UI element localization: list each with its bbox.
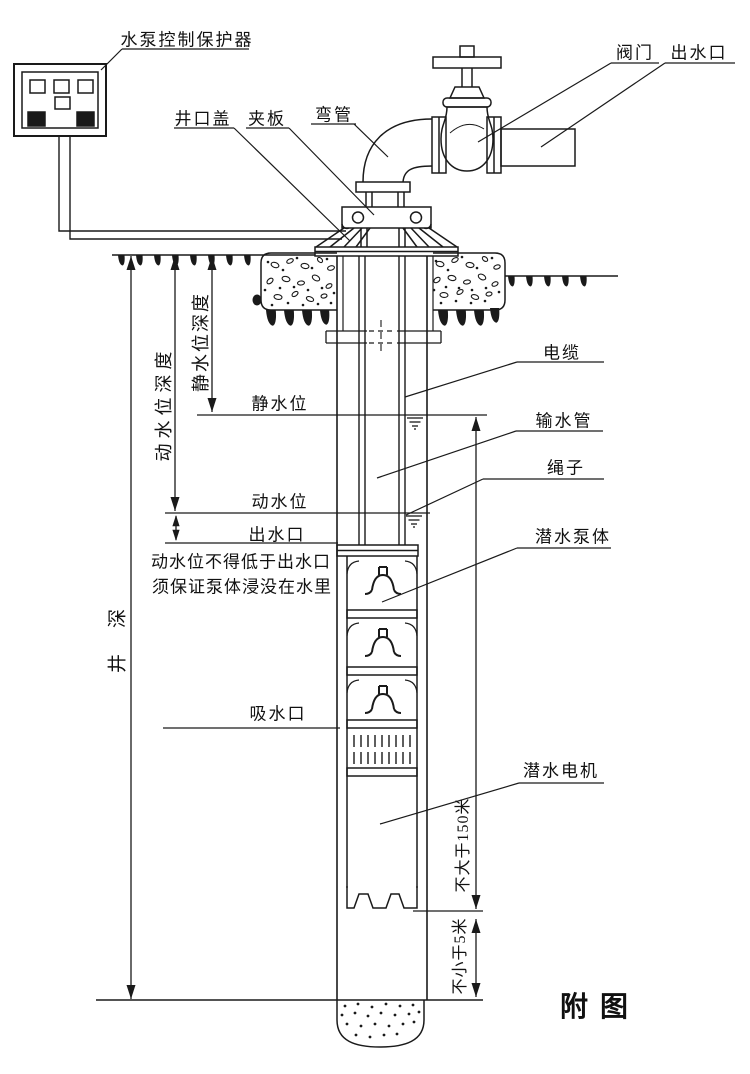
label-outlet-level: 出水口 [248,525,306,545]
riser-pipe [358,256,406,545]
label-static-water-level: 静水位 [251,394,309,414]
label-dynamic-water-level: 动水位 [251,492,309,512]
label-pump-body: 潜水泵体 [535,527,611,547]
label-cable: 电缆 [543,343,581,363]
dimension-lines [126,256,483,999]
label-well-cover: 井口盖 [174,109,232,129]
label-clamp-plate: 夹板 [248,109,286,129]
note-line1: 动水位不得低于出水口 [151,552,331,572]
valve-assembly [431,45,576,174]
dim-label-static-depth: 静水位深度 [191,292,211,392]
label-pump-controller: 水泵控制保护器 [120,30,254,50]
well-bottom [96,999,483,1048]
label-outlet-top: 出水口 [670,43,728,63]
power-cable [58,136,346,240]
pump-body [336,544,419,909]
pump-controller-box [13,63,107,137]
outlet-pipe [500,128,576,167]
wellhead-assembly [314,181,459,257]
label-motor: 潜水电机 [523,761,599,781]
elbow-pipe [362,118,433,183]
sediment-dots [340,1002,421,1039]
motor-bottom [346,886,418,909]
label-rope: 绳子 [547,458,585,478]
label-elbow-pipe: 弯管 [315,105,353,125]
ground-surface [112,254,618,326]
figure-caption: 附图 [559,992,641,1023]
note-line2: 须保证泵体浸没在水里 [152,577,332,597]
suction-screen [353,735,411,764]
clamp-plate [341,206,432,229]
label-valve: 阀门 [616,43,654,63]
dim-label-min5m: 不小于5米 [452,917,469,995]
concrete-foundation-left [260,252,337,311]
static-water-level-line [197,414,487,430]
dim-label-dynamic-depth: 动水位深度 [154,346,174,462]
dim-label-well-depth: 井深 [107,582,129,674]
dynamic-water-level-line [165,512,430,528]
impeller-symbols [364,566,402,714]
leader-lines [100,48,735,825]
casing-joint-collar [325,330,442,344]
well-casing [325,256,442,1000]
dim-label-max150m: 不大于150米 [455,797,472,893]
label-water-pipe: 输水管 [535,411,593,431]
label-suction-inlet: 吸水口 [249,704,307,724]
concrete-foundation-right [432,252,506,311]
